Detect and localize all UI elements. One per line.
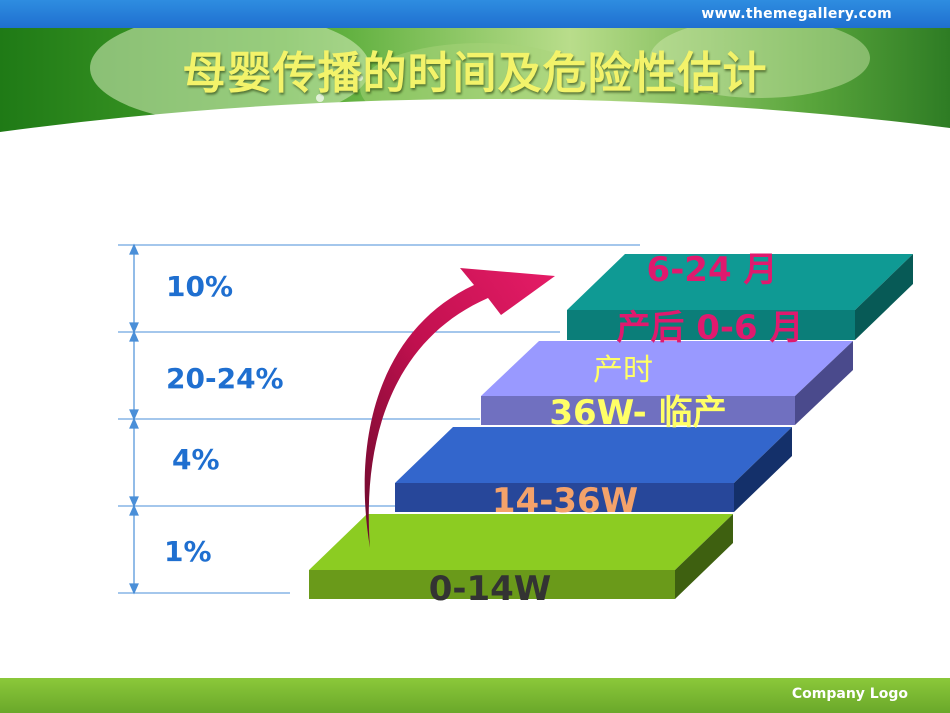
risk-scale: 10% 20-24% 4% 1% <box>118 243 640 595</box>
step-14-36w <box>395 427 792 512</box>
trend-arrow-icon <box>364 268 555 548</box>
risk-label-2: 20-24% <box>166 362 284 395</box>
leaf-banner <box>0 28 950 140</box>
page-title: 母婴传播的时间及危险性估计 <box>182 48 768 99</box>
risk-label-3: 4% <box>172 443 220 476</box>
step-0-14w <box>309 514 733 599</box>
step-label-delivery: 产时 <box>593 353 653 388</box>
risk-label-1: 10% <box>166 270 233 303</box>
company-logo-text: Company Logo <box>791 686 908 702</box>
footer-bar: Company Logo <box>0 678 950 713</box>
step-label-36w-to-delivery: 36W- 临产 <box>549 393 726 433</box>
scale-arrows <box>129 243 139 595</box>
banner-white-curve <box>0 98 950 140</box>
step-delivery <box>481 341 853 425</box>
top-bar: www.themegallery.com <box>0 0 950 28</box>
step-label-postpartum-0-6-months: 产后 0-6 月 <box>616 308 803 348</box>
step-label-0-14w: 0-14W <box>429 569 552 609</box>
banner-decoration <box>90 28 870 133</box>
step-label-6-24-months: 6-24 月 <box>647 250 778 290</box>
website-url[interactable]: www.themegallery.com <box>701 6 892 22</box>
step-postpartum <box>567 254 913 340</box>
risk-label-4: 1% <box>164 535 212 568</box>
step-label-14-36w: 14-36W <box>492 481 638 521</box>
